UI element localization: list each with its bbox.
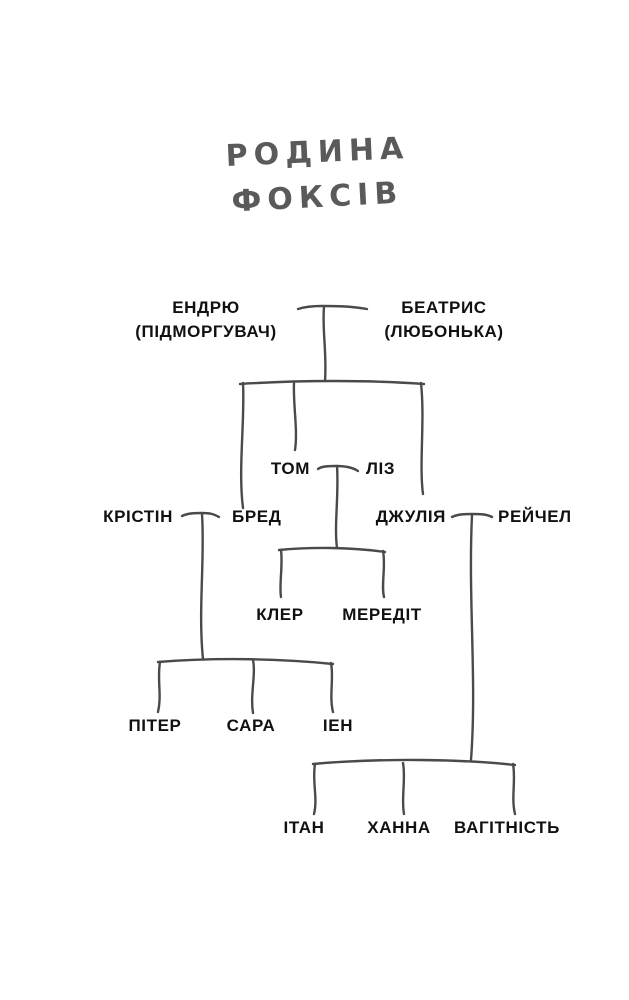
julia-rachel-children-bar	[311, 758, 517, 767]
person-sara: САРА	[226, 716, 276, 735]
person-andrew-nickname: (ПІДМОРГУВАЧ)	[135, 322, 277, 341]
kristin-brad-children-bar	[156, 657, 335, 666]
person-andrew-name: ЕНДРЮ	[172, 298, 240, 317]
person-peter: ПІТЕР	[128, 716, 182, 735]
person-andrew: ЕНДРЮ (ПІДМОРГУВАЧ)	[135, 296, 276, 344]
drop-sara	[250, 658, 256, 715]
person-tom: ТОМ	[270, 459, 310, 478]
drop-julia	[419, 381, 425, 496]
person-kristin: КРІСТІН	[103, 507, 173, 526]
tom-liz-children-bar	[277, 546, 387, 554]
drop-tom	[292, 381, 298, 452]
kristin-brad-stem	[199, 512, 205, 661]
person-julia: ДЖУЛІЯ	[375, 507, 446, 526]
drop-ethan	[312, 762, 317, 816]
julia-rachel-stem	[469, 513, 475, 762]
drop-brad	[239, 381, 245, 510]
person-beatrice: БЕАТРИС (ЛЮБОНЬКА)	[384, 296, 503, 344]
person-rachel: РЕЙЧЕЛ	[498, 507, 572, 526]
person-meredith: МЕРЕДІТ	[342, 605, 422, 624]
person-pregnancy: ВАГІТНІСТЬ	[454, 818, 560, 837]
drop-pregnancy	[511, 762, 517, 816]
person-ethan: ІТАН	[283, 818, 325, 837]
person-claire: КЛЕР	[256, 605, 304, 624]
person-liz: ЛІЗ	[366, 459, 396, 478]
drop-claire	[279, 548, 283, 599]
person-beatrice-nickname: (ЛЮБОНЬКА)	[384, 322, 504, 341]
person-brad: БРЕД	[232, 507, 282, 526]
andrew-beatrice-stem	[322, 305, 327, 383]
kristin-brad-bracket	[180, 511, 221, 519]
tom-liz-stem	[334, 464, 339, 550]
drop-meredith	[381, 549, 386, 599]
andrew-beatrice-bracket	[296, 304, 369, 311]
person-beatrice-name: БЕАТРИС	[401, 298, 487, 317]
drop-peter	[156, 660, 162, 714]
person-ian: ІЕН	[322, 716, 354, 735]
drop-hanna	[401, 761, 406, 816]
drop-ian	[329, 661, 335, 714]
person-hanna: ХАННА	[367, 818, 431, 837]
gen1-children-bar	[238, 379, 426, 386]
